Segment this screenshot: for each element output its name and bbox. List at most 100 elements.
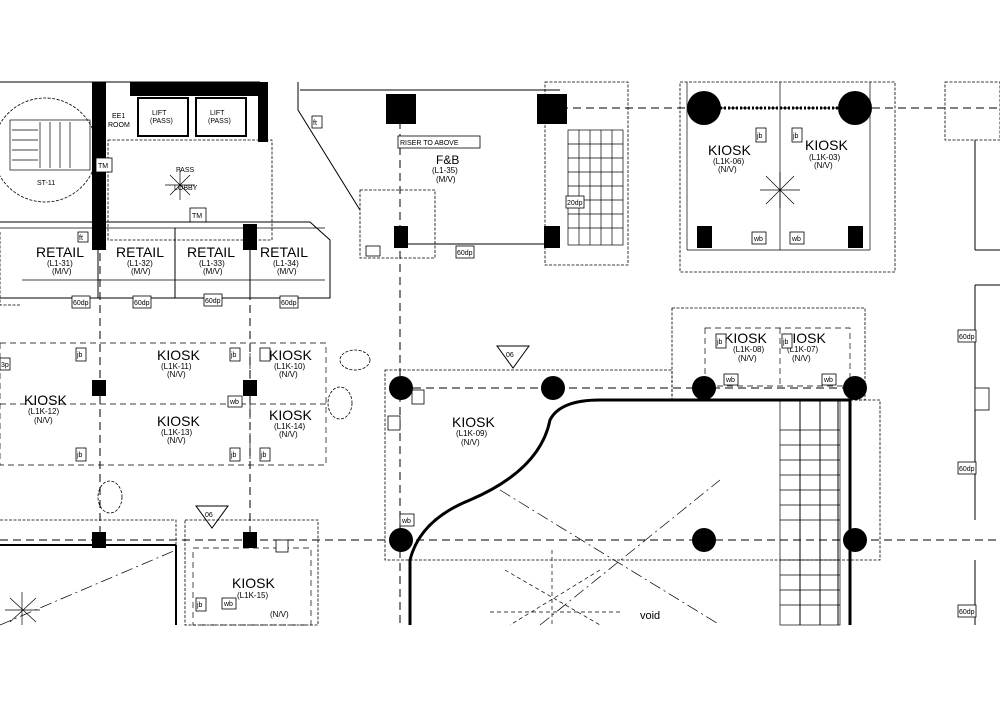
kiosk-03-status: (N/V)	[814, 161, 833, 170]
pass-lobby-label-2: LOBBY	[174, 185, 198, 192]
kiosk-06-status: (N/V)	[718, 165, 737, 174]
kiosk-12-name: KIOSK	[24, 392, 67, 408]
retail-31-status: (M/V)	[52, 267, 72, 276]
lower-left-area	[0, 519, 257, 626]
jb-tag-k08: jb	[716, 339, 723, 346]
kiosk-13-status: (N/V)	[167, 436, 186, 445]
wb-tag-k07: wb	[823, 377, 833, 384]
kiosk-block-top: KIOSK (L1K-06) (N/V) KIOSK (L1K-03) (N/V…	[679, 81, 896, 273]
retail-34-code: (L1-34)	[273, 259, 299, 268]
kiosk-15-status: (N/V)	[270, 610, 289, 619]
wb-tag-k03: wb	[791, 236, 801, 243]
stair-label: ST-11	[37, 180, 55, 187]
jb-tag-k15: jb	[196, 602, 203, 609]
kiosk-15-code: (L1K-15)	[237, 591, 268, 600]
dp-tag-retail-4: 60dp	[281, 300, 297, 307]
kiosk-07-status: (N/V)	[792, 354, 811, 363]
retail-33-name: RETAIL	[187, 244, 235, 260]
jb-tag-k06: jb	[756, 133, 763, 140]
kiosk-09-status: (N/V)	[461, 438, 480, 447]
lift-1-label: LIFT	[152, 110, 167, 117]
fnb-status: (M/V)	[436, 175, 456, 184]
dp-tag-right-1: 60dp	[959, 334, 975, 341]
grid-marker-label: 06	[506, 352, 514, 359]
retail-strip: ft RETAIL (L1-31) (M/V) RETAIL (L1-32) (…	[0, 221, 331, 309]
dp-tag-fnb: 60dp	[457, 250, 473, 257]
jb-tag-k03: jb	[792, 133, 799, 140]
dp-tag-20: 20dp	[567, 200, 583, 207]
void-label: void	[640, 610, 660, 622]
ft-tag-retail: ft	[79, 235, 83, 242]
kiosk-11-code: (L1K-11)	[161, 362, 192, 371]
kiosk-10-status: (N/V)	[279, 370, 298, 379]
kiosk-07-code: (L1K-07)	[787, 345, 818, 354]
kiosk-10-code: (L1K-10)	[274, 362, 305, 371]
wb-tag-k13: wb	[229, 399, 239, 406]
kiosk-12-code: (L1K-12)	[28, 407, 59, 416]
ee-room-label: EE1	[112, 113, 125, 120]
retail-32-status: (M/V)	[131, 267, 151, 276]
jb-tag-k14: jb	[260, 452, 267, 459]
lift-1-sub: (PASS)	[150, 118, 173, 125]
retail-32-name: RETAIL	[116, 244, 164, 260]
ee-room-label-2: ROOM	[108, 122, 130, 129]
kiosk-13-name: KIOSK	[157, 413, 200, 429]
light-fixture-icon	[165, 170, 195, 200]
jb-tag-k12: jb	[76, 452, 83, 459]
misc-clouds	[97, 349, 371, 514]
kiosk-14-name: KIOSK	[269, 407, 312, 423]
ep-tag: 3p	[1, 362, 9, 369]
kiosk-03-name: KIOSK	[805, 137, 848, 153]
fnb-name: F&B	[436, 153, 459, 167]
jb-tag-k07: jb	[782, 339, 789, 346]
pass-lobby-label: PASS	[176, 167, 194, 174]
kiosk-14-status: (N/V)	[279, 430, 298, 439]
kiosk-block-mid-right: KIOSK (L1K-08) (N/V) KIOSK (L1K-07) (N/V…	[671, 307, 866, 401]
lift-2-sub: (PASS)	[208, 118, 231, 125]
fnb-area: RISER TO ABOVE F&B (L1-35) (M/V) ft 60dp	[297, 82, 567, 259]
kiosk-block-left: KIOSK (L1K-11) (N/V) KIOSK (L1K-10) (N/V…	[0, 342, 327, 466]
kiosk-10-name: KIOSK	[269, 347, 312, 363]
stair-treads	[12, 122, 71, 168]
dp-tag-retail-3: 60dp	[205, 298, 221, 305]
jb-tag-k10a: jb	[230, 352, 237, 359]
dp-tag-right-2: 60dp	[959, 466, 975, 473]
escalator-steps	[780, 429, 840, 606]
light-fixture-icon	[490, 550, 620, 626]
kiosk-08-name: KIOSK	[724, 330, 767, 346]
retail-33-status: (M/V)	[203, 267, 223, 276]
dp-tag-retail-2: 60dp	[134, 300, 150, 307]
grid-room: 20dp	[544, 81, 629, 266]
grid-marker-06-top: 06	[496, 345, 530, 369]
dp-tag-right-3: 60dp	[959, 609, 975, 616]
grid-marker-06-bottom: 06	[195, 505, 229, 529]
jb-tag-k11: jb	[76, 352, 83, 359]
light-fixture-icon	[5, 592, 40, 625]
retail-34-name: RETAIL	[260, 244, 308, 260]
escalator	[779, 399, 841, 626]
jb-tag-k13: jb	[230, 452, 237, 459]
ft-tag-fnb: ft	[313, 120, 317, 127]
kiosk-08-status: (N/V)	[738, 354, 757, 363]
grid-marker-label: 06	[205, 512, 213, 519]
kiosk-09-code: (L1K-09)	[456, 429, 487, 438]
light-fixture-icon	[760, 172, 800, 208]
retail-32-code: (L1-32)	[127, 259, 153, 268]
kiosk-06-code: (L1K-06)	[713, 157, 744, 166]
kiosk-11-name: KIOSK	[157, 347, 200, 363]
wb-tag-k15: wb	[223, 601, 233, 608]
tm-tag-2: TM	[192, 213, 202, 220]
kiosk-13-code: (L1K-13)	[161, 428, 192, 437]
kiosk-11-status: (N/V)	[167, 370, 186, 379]
tm-tag-1: TM	[98, 163, 108, 170]
wb-tag-k09: wb	[401, 518, 411, 525]
retail-34-status: (M/V)	[277, 267, 297, 276]
retail-31-name: RETAIL	[36, 244, 84, 260]
retail-31-code: (L1-31)	[47, 259, 73, 268]
kiosk-09-name: KIOSK	[452, 414, 495, 430]
round-columns	[389, 376, 867, 552]
wb-tag-k08: wb	[725, 377, 735, 384]
kiosk-15-name: KIOSK	[232, 575, 275, 591]
kiosk-15-block: KIOSK (L1K-15) (N/V) wb jb	[184, 519, 319, 626]
